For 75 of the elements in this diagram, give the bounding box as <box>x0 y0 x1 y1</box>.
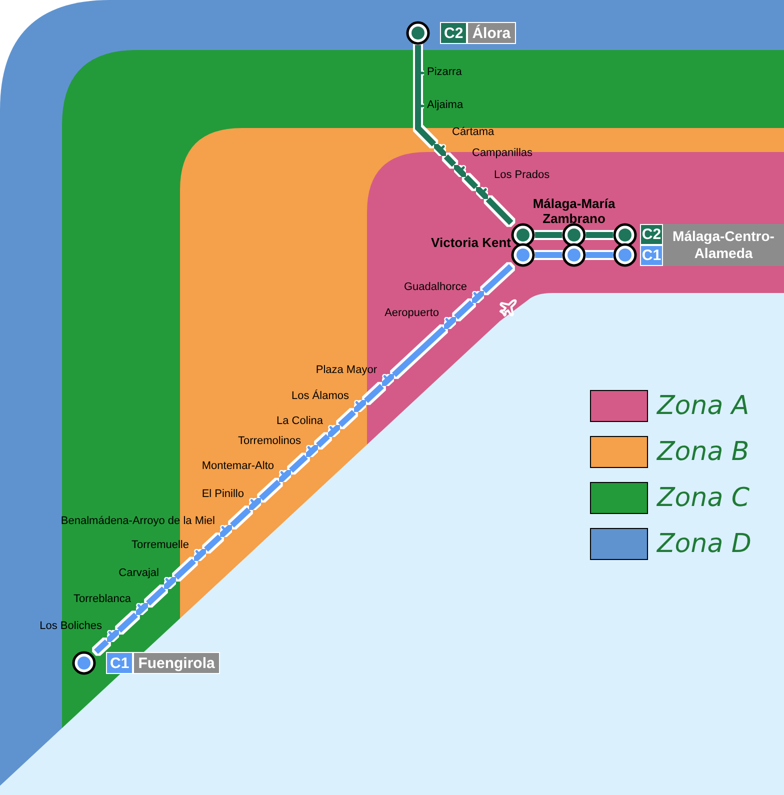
rail-line <box>486 197 514 226</box>
station-tick <box>354 400 366 412</box>
station-name: Los Prados <box>494 168 550 182</box>
interchange-station-marker <box>562 223 586 267</box>
legend-label: Zona C <box>657 482 750 514</box>
rail-line <box>204 534 222 552</box>
station-name-badge: Málaga-Centro-Alameda <box>663 224 784 266</box>
station-name: Aljaima <box>427 98 464 112</box>
station-name: Guadalhorce <box>404 280 467 294</box>
rail-line <box>230 507 252 528</box>
line-badge: C2 <box>640 224 663 245</box>
rail-line <box>258 480 282 501</box>
station-name: El Pinillo <box>202 487 244 502</box>
station-name: Los Álamos <box>292 389 349 404</box>
rail-line <box>338 410 356 428</box>
rail-line <box>364 384 384 404</box>
station-tick <box>454 164 466 177</box>
station-tick <box>249 498 261 510</box>
station-tick <box>434 144 446 156</box>
rail-line <box>535 252 562 258</box>
rail-line <box>444 154 456 167</box>
station-name: La Colina <box>276 414 323 428</box>
station-tick <box>328 424 340 437</box>
legend-label: Zona D <box>657 528 752 560</box>
rail-line <box>392 326 446 378</box>
station-name: Torremolinos <box>238 434 301 448</box>
rail-line <box>415 112 436 146</box>
station-name: Cártama <box>452 125 494 140</box>
rail-line <box>174 558 196 580</box>
line-badge: C2 <box>440 22 468 44</box>
station-name: Campanillas <box>472 146 533 160</box>
station-name: Victoria Kent <box>431 236 511 250</box>
rail-line <box>535 232 562 238</box>
rail-line <box>586 232 613 238</box>
rail-line <box>464 174 478 190</box>
interchange-station-marker <box>511 223 535 267</box>
station-tick <box>194 549 206 562</box>
rail-line <box>116 612 138 633</box>
station-tick <box>476 187 488 200</box>
rail-line <box>482 264 514 294</box>
legend-label: Zona A <box>657 390 750 422</box>
station-name-badge: Álora <box>467 22 516 44</box>
station-name: Pizarra <box>427 65 462 79</box>
rail-line <box>415 79 421 100</box>
station-tick <box>306 445 318 458</box>
station-name: Málaga-María Zambrano <box>532 196 616 226</box>
station-name: Carvajal <box>118 566 159 580</box>
station-tick <box>164 577 176 590</box>
terminal-station-circle <box>406 21 430 45</box>
rail-line <box>288 454 308 473</box>
station-tick <box>107 630 119 642</box>
rail-line <box>146 586 166 606</box>
interchange-station-marker <box>613 223 637 267</box>
station-name: Aeropuerto <box>384 306 439 320</box>
station-name: Torreblanca <box>74 592 131 606</box>
station-tick <box>412 100 424 112</box>
station-tick <box>382 374 394 386</box>
station-name: Plaza Mayor <box>316 363 377 378</box>
line-badge: C1 <box>640 245 663 266</box>
station-name: Montemar-Alto <box>202 459 274 474</box>
legend-label: Zona B <box>657 436 750 468</box>
line-badge: C1 <box>106 652 134 674</box>
rail-line <box>94 639 110 654</box>
station-tick <box>412 67 424 79</box>
station-name-badge: Fuengirola <box>133 652 220 674</box>
station-tick <box>279 470 291 482</box>
rail-line <box>316 434 330 448</box>
station-tick <box>136 603 148 616</box>
station-tick <box>220 525 232 538</box>
rail-line <box>415 45 421 67</box>
station-tick <box>444 316 456 329</box>
station-tick <box>472 290 484 303</box>
terminal-station-circle <box>72 651 96 675</box>
rail-line <box>454 300 474 320</box>
rail-line <box>586 252 613 258</box>
